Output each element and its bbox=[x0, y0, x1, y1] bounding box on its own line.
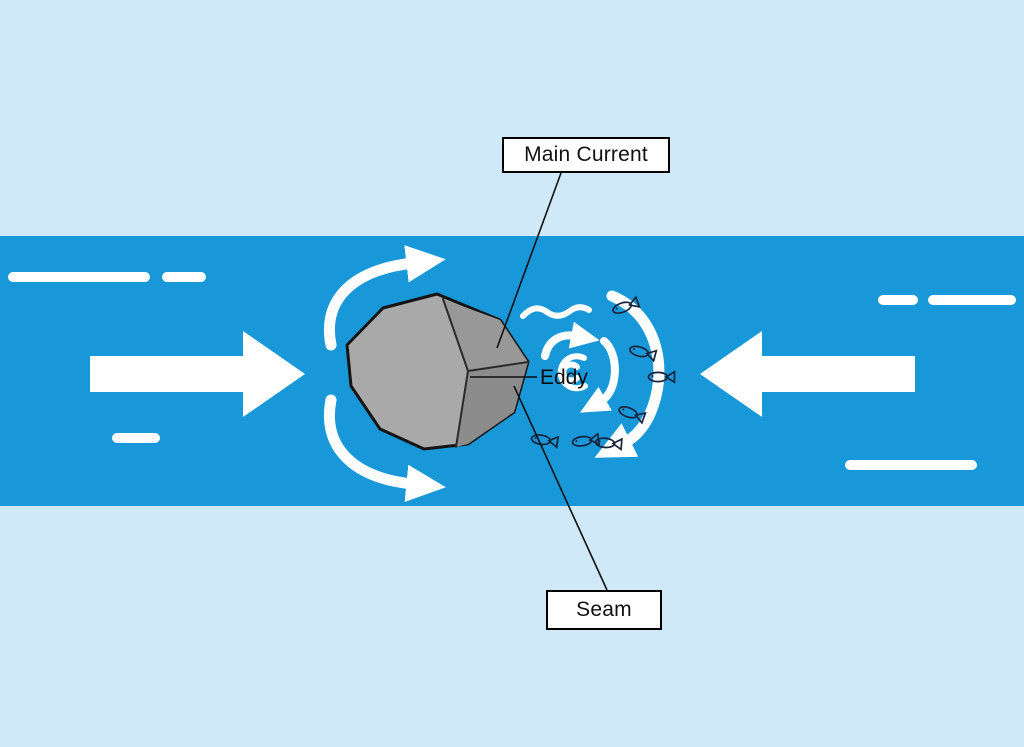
streak-line bbox=[928, 295, 1016, 305]
streak-line bbox=[8, 272, 150, 282]
rock-crease-lines bbox=[442, 298, 529, 448]
rock-top-flow-arrow-icon bbox=[324, 245, 446, 351]
seam-label: Seam bbox=[546, 590, 662, 630]
eddy-label: Eddy bbox=[540, 366, 588, 389]
rock-bottom-flow-arrow-icon bbox=[324, 394, 446, 502]
rock-facet-lower bbox=[456, 362, 528, 447]
seam-leader-line bbox=[513, 385, 608, 591]
eddy-outer-arc-arrow-icon bbox=[594, 290, 665, 458]
streak-line bbox=[878, 295, 918, 305]
streak-line bbox=[845, 460, 977, 470]
leader-lines bbox=[470, 172, 608, 591]
left-flow-arrow-icon bbox=[90, 331, 305, 417]
main-current-leader-line bbox=[496, 172, 562, 349]
eddy-current-arrows bbox=[324, 245, 665, 502]
main-current-label: Main Current bbox=[502, 137, 670, 173]
wavy-water-line-icon bbox=[520, 304, 592, 319]
streak-line bbox=[112, 433, 160, 443]
streak-line bbox=[162, 272, 206, 282]
eddy-hook-arrow-icon bbox=[541, 321, 600, 360]
eddy-middle-arc-arrow-icon bbox=[580, 337, 619, 413]
rock bbox=[345, 292, 530, 451]
main-flow-arrows bbox=[90, 331, 915, 417]
current-streak-lines bbox=[8, 272, 1016, 470]
eddy-spiral-inner-icon bbox=[560, 361, 580, 384]
right-flow-arrow-icon bbox=[700, 331, 915, 417]
rock-facet-upper bbox=[443, 299, 528, 371]
